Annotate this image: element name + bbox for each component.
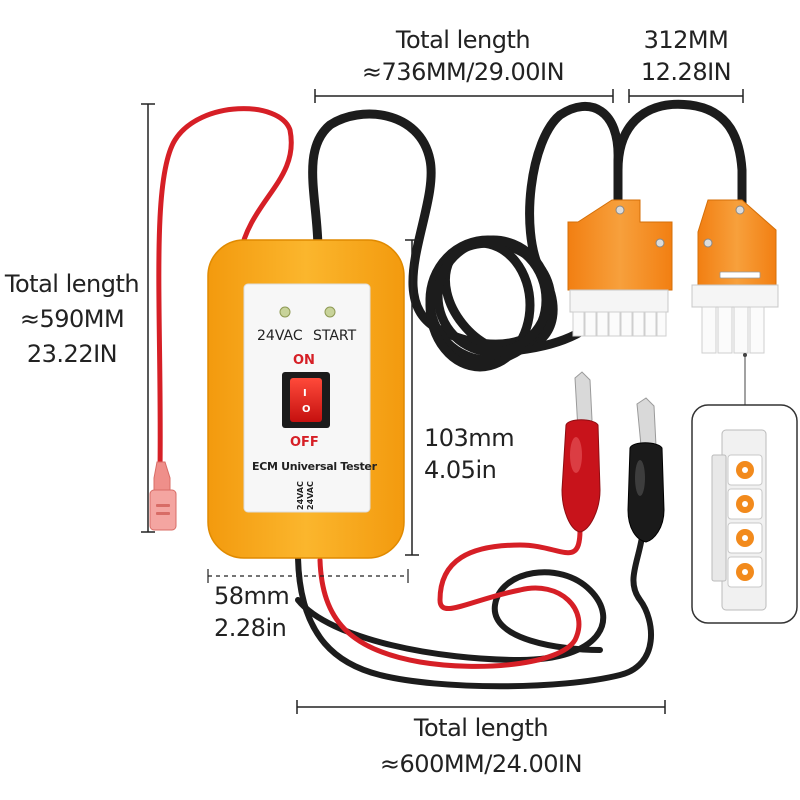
device-width-mm: 58mm — [214, 582, 289, 610]
molex-connector-icon — [691, 284, 779, 308]
dim-line-top-cable — [314, 89, 614, 103]
led-indicator-icon — [279, 306, 291, 318]
alligator-clip-red — [561, 371, 601, 533]
bottom-cable-value: ≈600MM/24.00IN — [380, 750, 582, 778]
toggle-switch-icon — [290, 378, 322, 422]
alligator-clip-icon — [627, 442, 665, 543]
toggle-switch[interactable]: I O — [282, 372, 330, 428]
led-indicator-left — [279, 306, 291, 318]
svg-text:I: I — [303, 388, 307, 399]
top-cable-value: ≈736MM/29.00IN — [362, 58, 564, 86]
spade-terminal — [149, 461, 177, 531]
svg-text:24VAC: 24VAC — [306, 481, 315, 510]
connector-length-mm: 312MM — [644, 26, 729, 54]
molex-connector-left — [567, 199, 673, 337]
red-wire-top — [156, 106, 294, 473]
molex-connector-right — [691, 199, 779, 354]
device-width-in: 2.28in — [214, 614, 286, 642]
left-cable-mm: ≈590MM — [20, 305, 124, 333]
bottom-cable-label: Total length — [413, 714, 548, 742]
side-text: 24VAC 24VAC — [296, 481, 315, 510]
spade-terminal-icon — [149, 489, 177, 531]
left-cable-in: 23.22IN — [27, 340, 117, 368]
led-indicator-right — [324, 306, 336, 318]
svg-text:O: O — [302, 404, 311, 415]
black-wire-bottom — [295, 527, 654, 690]
dim-line-device-height — [405, 239, 419, 556]
dim-line-left-cable — [141, 103, 155, 533]
dim-line-device-width — [207, 569, 409, 583]
device-height-in: 4.05in — [424, 456, 496, 484]
led-indicator-icon — [324, 306, 336, 318]
alligator-clip-black — [627, 397, 665, 543]
dim-line-bottom-cable — [296, 700, 666, 714]
molex-connector-icon — [569, 289, 669, 313]
dim-line-connector — [628, 89, 744, 103]
connector-inset — [691, 404, 798, 624]
top-cable-label: Total length — [395, 26, 530, 54]
connector-length-in: 12.28IN — [641, 58, 731, 86]
switch-off-label: OFF — [290, 435, 319, 450]
alligator-clip-icon — [561, 419, 601, 533]
red-wire-bottom — [317, 527, 583, 669]
black-cable-coil — [425, 235, 553, 372]
left-cable-label: Total length — [4, 270, 139, 298]
svg-text:24VAC: 24VAC — [296, 481, 305, 510]
led-right-label: START — [313, 328, 357, 344]
switch-on-label: ON — [293, 353, 315, 368]
device-height-mm: 103mm — [424, 424, 514, 452]
led-left-label: 24VAC — [257, 328, 303, 344]
product-name: ECM Universal Tester — [252, 460, 378, 473]
